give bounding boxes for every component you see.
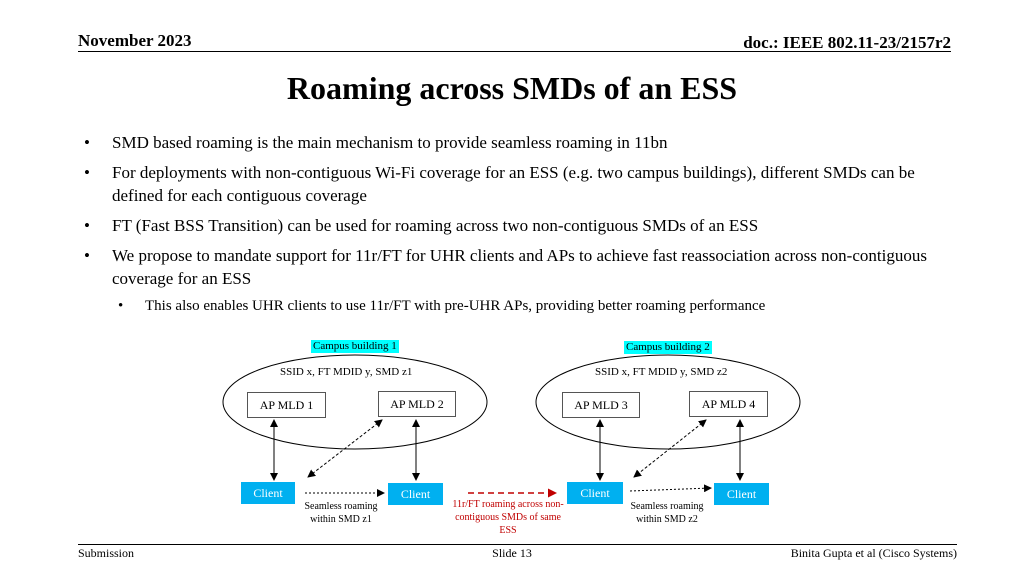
roam-arrow-z2 [629,484,712,493]
ssid-label-z2: SSID x, FT MDID y, SMD z2 [595,366,728,378]
ap-mld-2-box: AP MLD 2 [378,391,456,417]
bullet-dot-icon: • [84,216,90,235]
bullet-dot-icon: • [118,298,124,314]
bullet-text: For deployments with non-contiguous Wi-F… [112,163,915,205]
bullet-dot-icon: • [84,133,90,152]
footer-divider [78,544,957,545]
bullet-dot-icon: • [84,246,90,265]
campus-building-2-label: Campus building 2 [624,341,712,354]
bullet-text: We propose to mandate support for 11r/FT… [112,246,927,288]
link-ap4-roaming [633,419,707,478]
ssid-label-z1: SSID x, FT MDID y, SMD z1 [280,366,413,378]
sub-bullet-item: • This also enables UHR clients to use 11… [80,296,940,316]
ft-roaming-note: 11r/FT roaming across non-contiguous SMD… [452,499,564,536]
client-box: Client [241,482,295,504]
client-box: Client [388,483,443,505]
ap-mld-1-box: AP MLD 1 [247,392,326,418]
bullet-item: • SMD based roaming is the main mechanism… [80,131,940,154]
link-ap2-roaming [307,419,383,478]
client-box: Client [567,482,623,504]
client-box: Client [714,483,769,505]
bullet-text: FT (Fast BSS Transition) can be used for… [112,216,759,235]
footer-submission: Submission [78,546,135,560]
header-date: November 2023 [78,31,192,50]
bullet-item: • For deployments with non-contiguous Wi-… [80,161,940,207]
sub-bullet-text: This also enables UHR clients to use 11r… [145,298,766,314]
footer-slide-number: Slide 13 [492,546,532,560]
bullet-dot-icon: • [84,163,90,182]
header-doc-id: doc.: IEEE 802.11-23/2157r2 [743,33,951,52]
footer-author: Binita Gupta et al (Cisco Systems) [790,546,957,560]
bullet-list: • SMD based roaming is the main mechanism… [80,131,940,323]
seamless-roaming-note-z1: Seamless roaming within SMD z1 [304,501,378,525]
seamless-roaming-note-z2: Seamless roaming within SMD z2 [630,501,704,525]
bullet-text: SMD based roaming is the main mechanism … [112,133,668,152]
bullet-item: • We propose to mandate support for 11r/F… [80,244,940,290]
ap-mld-3-box: AP MLD 3 [562,392,640,418]
header-divider [78,51,951,52]
campus-building-1-label: Campus building 1 [311,340,399,353]
ap-mld-4-box: AP MLD 4 [689,391,768,417]
slide-title: Roaming across SMDs of an ESS [286,70,738,106]
bullet-item: • FT (Fast BSS Transition) can be used fo… [80,214,940,237]
